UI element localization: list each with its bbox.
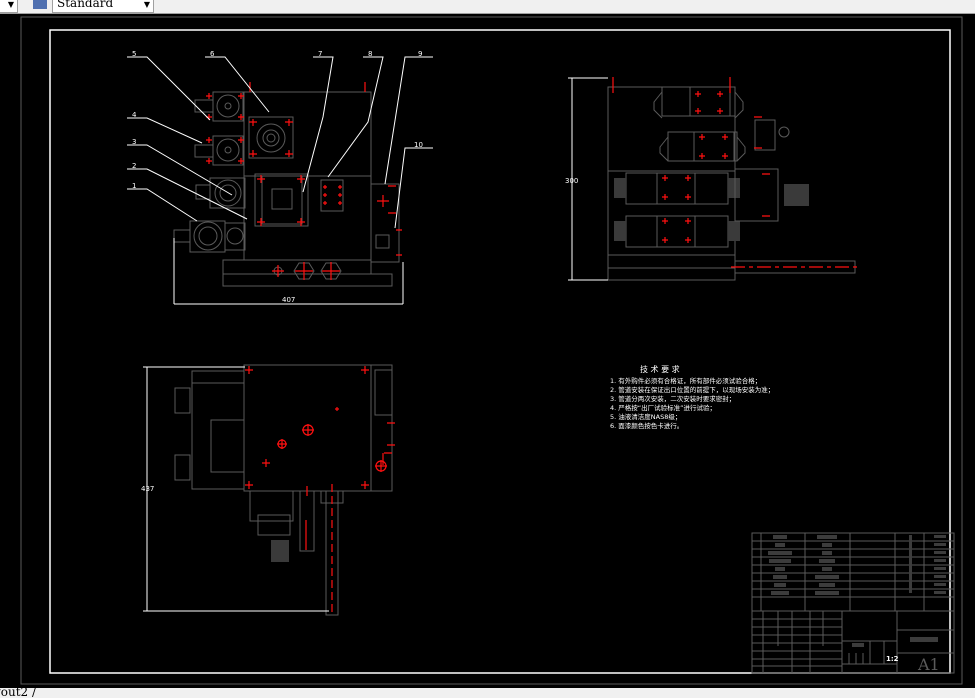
scale-value: 1:2 xyxy=(886,655,899,663)
tech-req-item: 5. 油液清洁度NAS8级； xyxy=(610,412,681,421)
sheet-size: A1 xyxy=(917,655,940,674)
tab-layout2[interactable]: yout2 / xyxy=(0,688,37,698)
technical-requirements: 技 术 要 求 1. 有外购件必须有合格证，所有部件必须试验合格； 2. 管道安… xyxy=(610,364,774,430)
balloon-label: 2 xyxy=(132,162,136,170)
text-style-value: Standard xyxy=(57,0,114,10)
layout-tabs-bar: yout2 / xyxy=(0,688,975,698)
balloon-label: 6 xyxy=(210,50,215,58)
dimension-front-width: 407 xyxy=(282,296,295,304)
tech-req-item: 3. 管道分两次安装，二次安装时要求密封； xyxy=(610,394,735,403)
tech-req-item: 1. 有外购件必须有合格证，所有部件必须试验合格； xyxy=(610,376,761,385)
text-style-icon[interactable] xyxy=(33,0,47,9)
sheet-outer-border xyxy=(20,16,963,685)
balloon-label: 3 xyxy=(132,138,136,146)
tech-req-title: 技 术 要 求 xyxy=(640,364,680,374)
cad-drawing: 5 6 7 8 9 4 3 2 1 10 407 xyxy=(20,16,963,685)
balloon-label: 5 xyxy=(132,50,136,58)
tech-req-item: 6. 面漆颜色按色卡进行。 xyxy=(610,421,683,430)
drawing-canvas[interactable]: 5 6 7 8 9 4 3 2 1 10 407 xyxy=(0,14,975,688)
text-style-dropdown[interactable]: Standard ▼ xyxy=(52,0,154,13)
balloon-label: 9 xyxy=(418,50,422,58)
chevron-down-icon: ▼ xyxy=(143,0,150,9)
toolbar: ▼ Standard ▼ xyxy=(0,0,975,14)
layer-dropdown[interactable]: ▼ xyxy=(0,0,18,13)
dimension-top-height: 437 xyxy=(141,485,154,493)
top-view: 437 xyxy=(141,364,395,616)
side-view: 300 xyxy=(565,77,858,281)
tech-req-item: 4. 严格按“出厂试验标准”进行试验； xyxy=(610,403,716,412)
balloon-label: 4 xyxy=(132,111,137,119)
sheet-inner-frame xyxy=(49,29,951,674)
balloon-label: 8 xyxy=(368,50,372,58)
dimension-side-height: 300 xyxy=(565,177,578,185)
chevron-down-icon: ▼ xyxy=(7,0,14,9)
balloon-label: 7 xyxy=(318,50,322,58)
tech-req-item: 2. 管道安装在保证出口位置的前提下，以现场安装为准； xyxy=(610,385,774,394)
balloon-label: 1 xyxy=(132,182,136,190)
front-view: 5 6 7 8 9 4 3 2 1 10 407 xyxy=(127,50,433,305)
balloon-label: 10 xyxy=(414,141,423,149)
title-block: 1:2 A1 xyxy=(751,532,955,674)
